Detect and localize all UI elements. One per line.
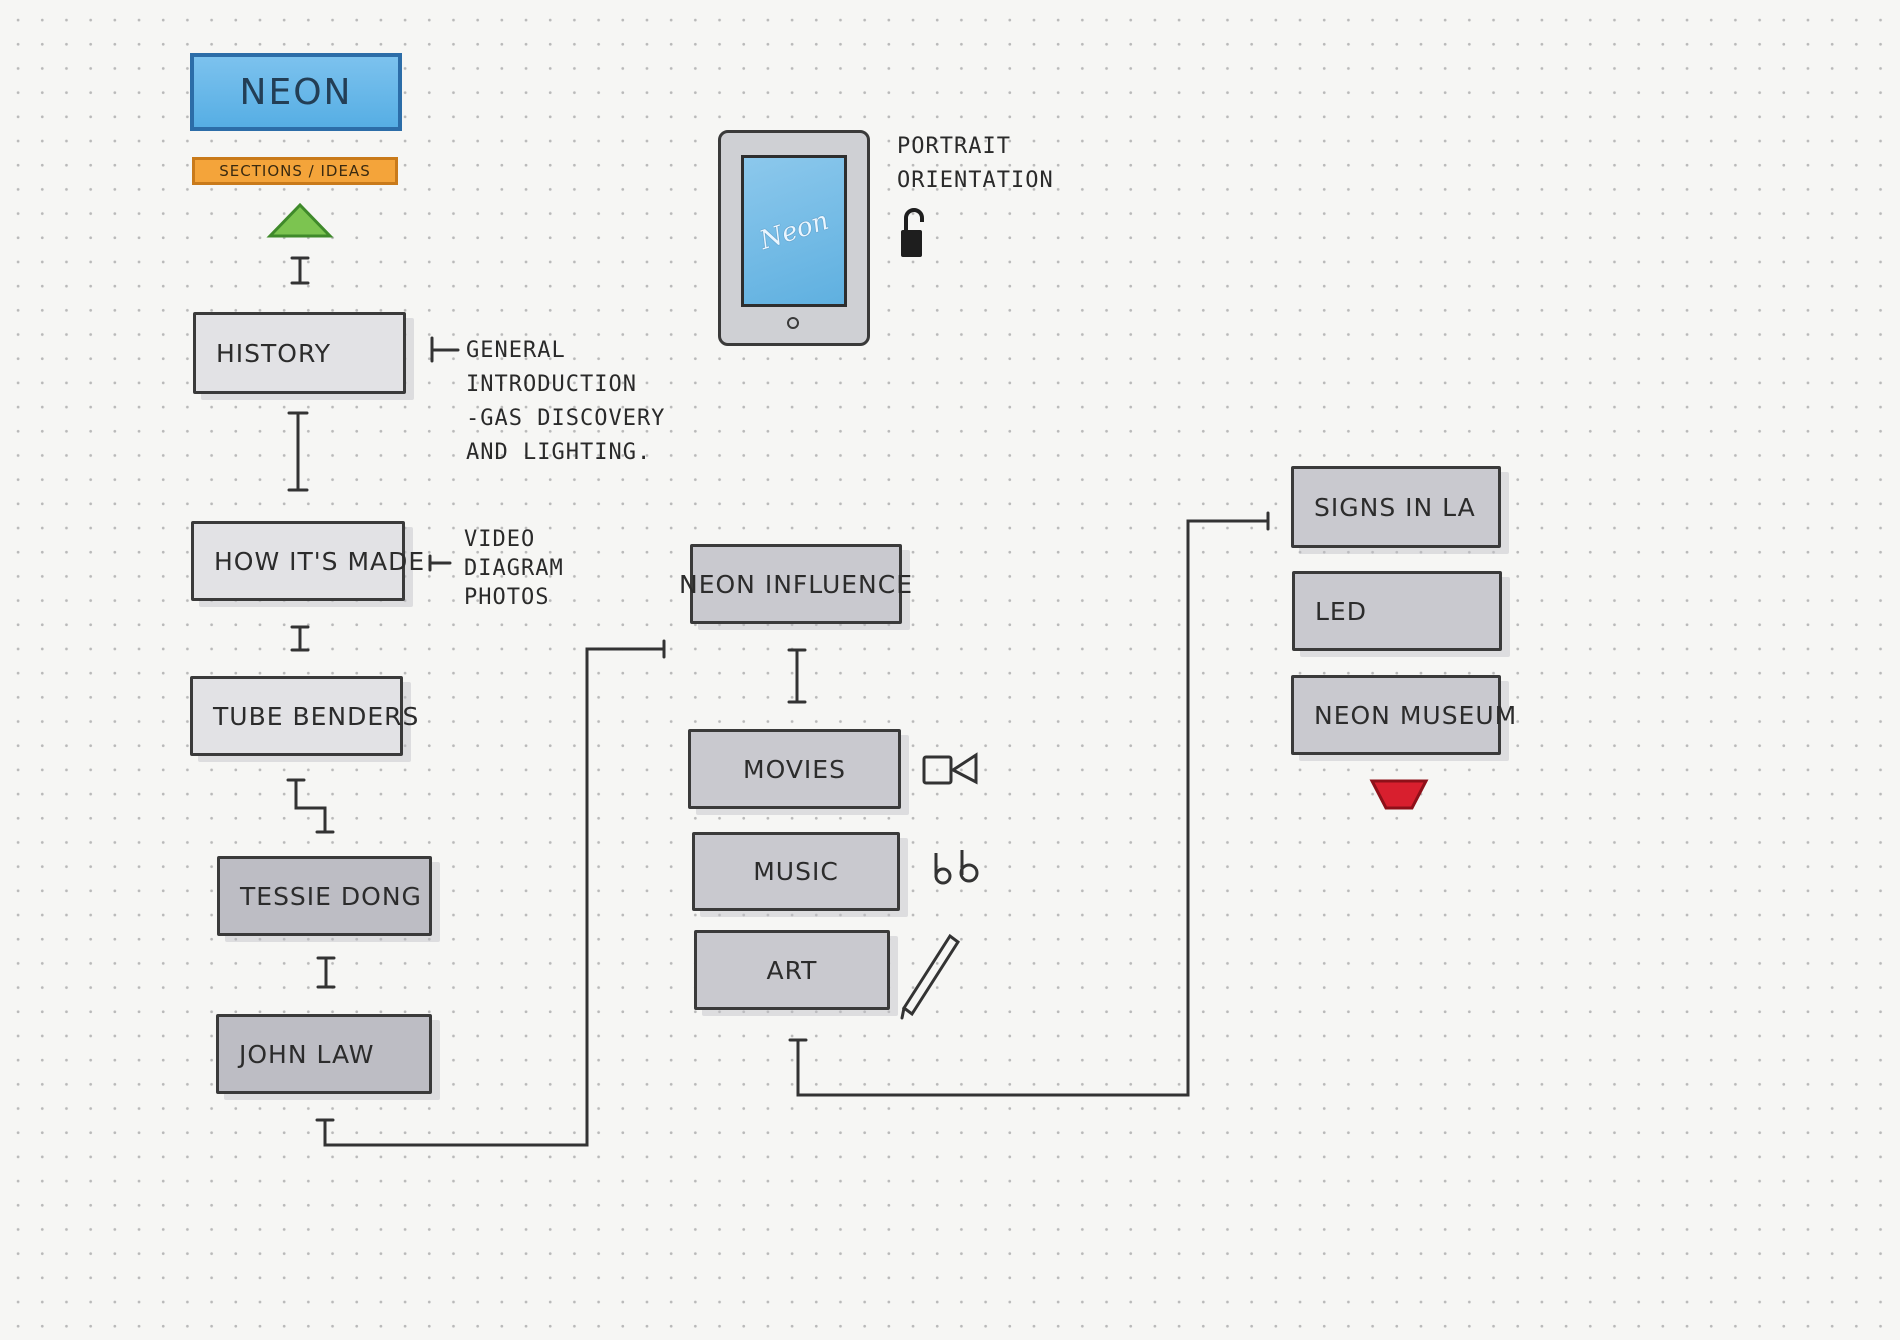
section-history-label: HISTORY: [216, 338, 332, 368]
section-signs-in-la[interactable]: SIGNS IN LA: [1291, 466, 1501, 548]
section-signs-in-la-label: SIGNS IN LA: [1314, 492, 1476, 522]
sections-ideas-tag: SECTIONS / IDEAS: [192, 157, 398, 185]
pen-icon: [900, 933, 961, 1020]
section-tube-benders-label: TUBE BENDERS: [213, 701, 420, 731]
orientation-note: PORTRAIT ORIENTATION: [897, 130, 1054, 198]
section-history[interactable]: HISTORY: [193, 312, 406, 394]
tablet-screen-text: Neon: [755, 205, 833, 257]
section-neon-influence-label: NEON INFLUENCE: [679, 569, 914, 599]
section-music-label: MUSIC: [753, 857, 839, 886]
tablet-screen: Neon: [741, 155, 847, 307]
down-arrow-icon: [1369, 779, 1429, 810]
section-led[interactable]: LED: [1292, 571, 1502, 651]
history-note-line: GENERAL: [466, 338, 566, 363]
section-movies-label: MOVIES: [743, 754, 846, 784]
section-music[interactable]: MUSIC: [692, 832, 900, 911]
section-movies[interactable]: MOVIES: [688, 729, 901, 809]
section-john-law[interactable]: JOHN LAW: [216, 1014, 432, 1094]
how-made-note-line: VIDEO: [464, 527, 536, 552]
section-neon-museum-label: NEON MUSEUM: [1314, 700, 1518, 730]
how-made-note-line: PHOTOS: [464, 585, 550, 610]
section-art-label: ART: [766, 955, 818, 985]
orientation-note-line2: ORIENTATION: [897, 168, 1054, 193]
history-note-line: AND LIGHTING.: [466, 440, 652, 465]
how-made-note: VIDEO DIAGRAM PHOTOS: [464, 525, 564, 612]
how-made-note-line: DIAGRAM: [464, 556, 564, 581]
section-tessie-dong-label: TESSIE DONG: [240, 881, 422, 911]
history-note: GENERAL INTRODUCTION -GAS DISCOVERY AND …: [466, 334, 665, 470]
section-neon-influence[interactable]: NEON INFLUENCE: [679, 544, 912, 624]
section-neon-museum[interactable]: NEON MUSEUM: [1291, 675, 1516, 755]
section-tessie-dong[interactable]: TESSIE DONG: [217, 856, 432, 936]
tablet-device: Neon: [718, 130, 870, 346]
home-button-icon: [787, 317, 799, 329]
section-how-its-made[interactable]: HOW IT'S MADE: [191, 521, 424, 601]
section-john-law-label: JOHN LAW: [239, 1039, 375, 1069]
music-note-icon: [934, 850, 979, 885]
up-arrow-icon: [266, 202, 334, 238]
section-art[interactable]: ART: [694, 930, 890, 1010]
section-led-label: LED: [1315, 596, 1367, 626]
section-how-its-made-label: HOW IT'S MADE: [214, 546, 426, 576]
history-note-line: -GAS DISCOVERY: [466, 406, 666, 431]
section-tube-benders[interactable]: TUBE BENDERS: [190, 676, 418, 756]
app-title: NEON: [190, 53, 402, 131]
orientation-note-line1: PORTRAIT: [897, 134, 1011, 159]
history-note-line: INTRODUCTION: [466, 372, 637, 397]
padlock-icon: [901, 208, 924, 257]
video-camera-icon: [922, 752, 978, 785]
